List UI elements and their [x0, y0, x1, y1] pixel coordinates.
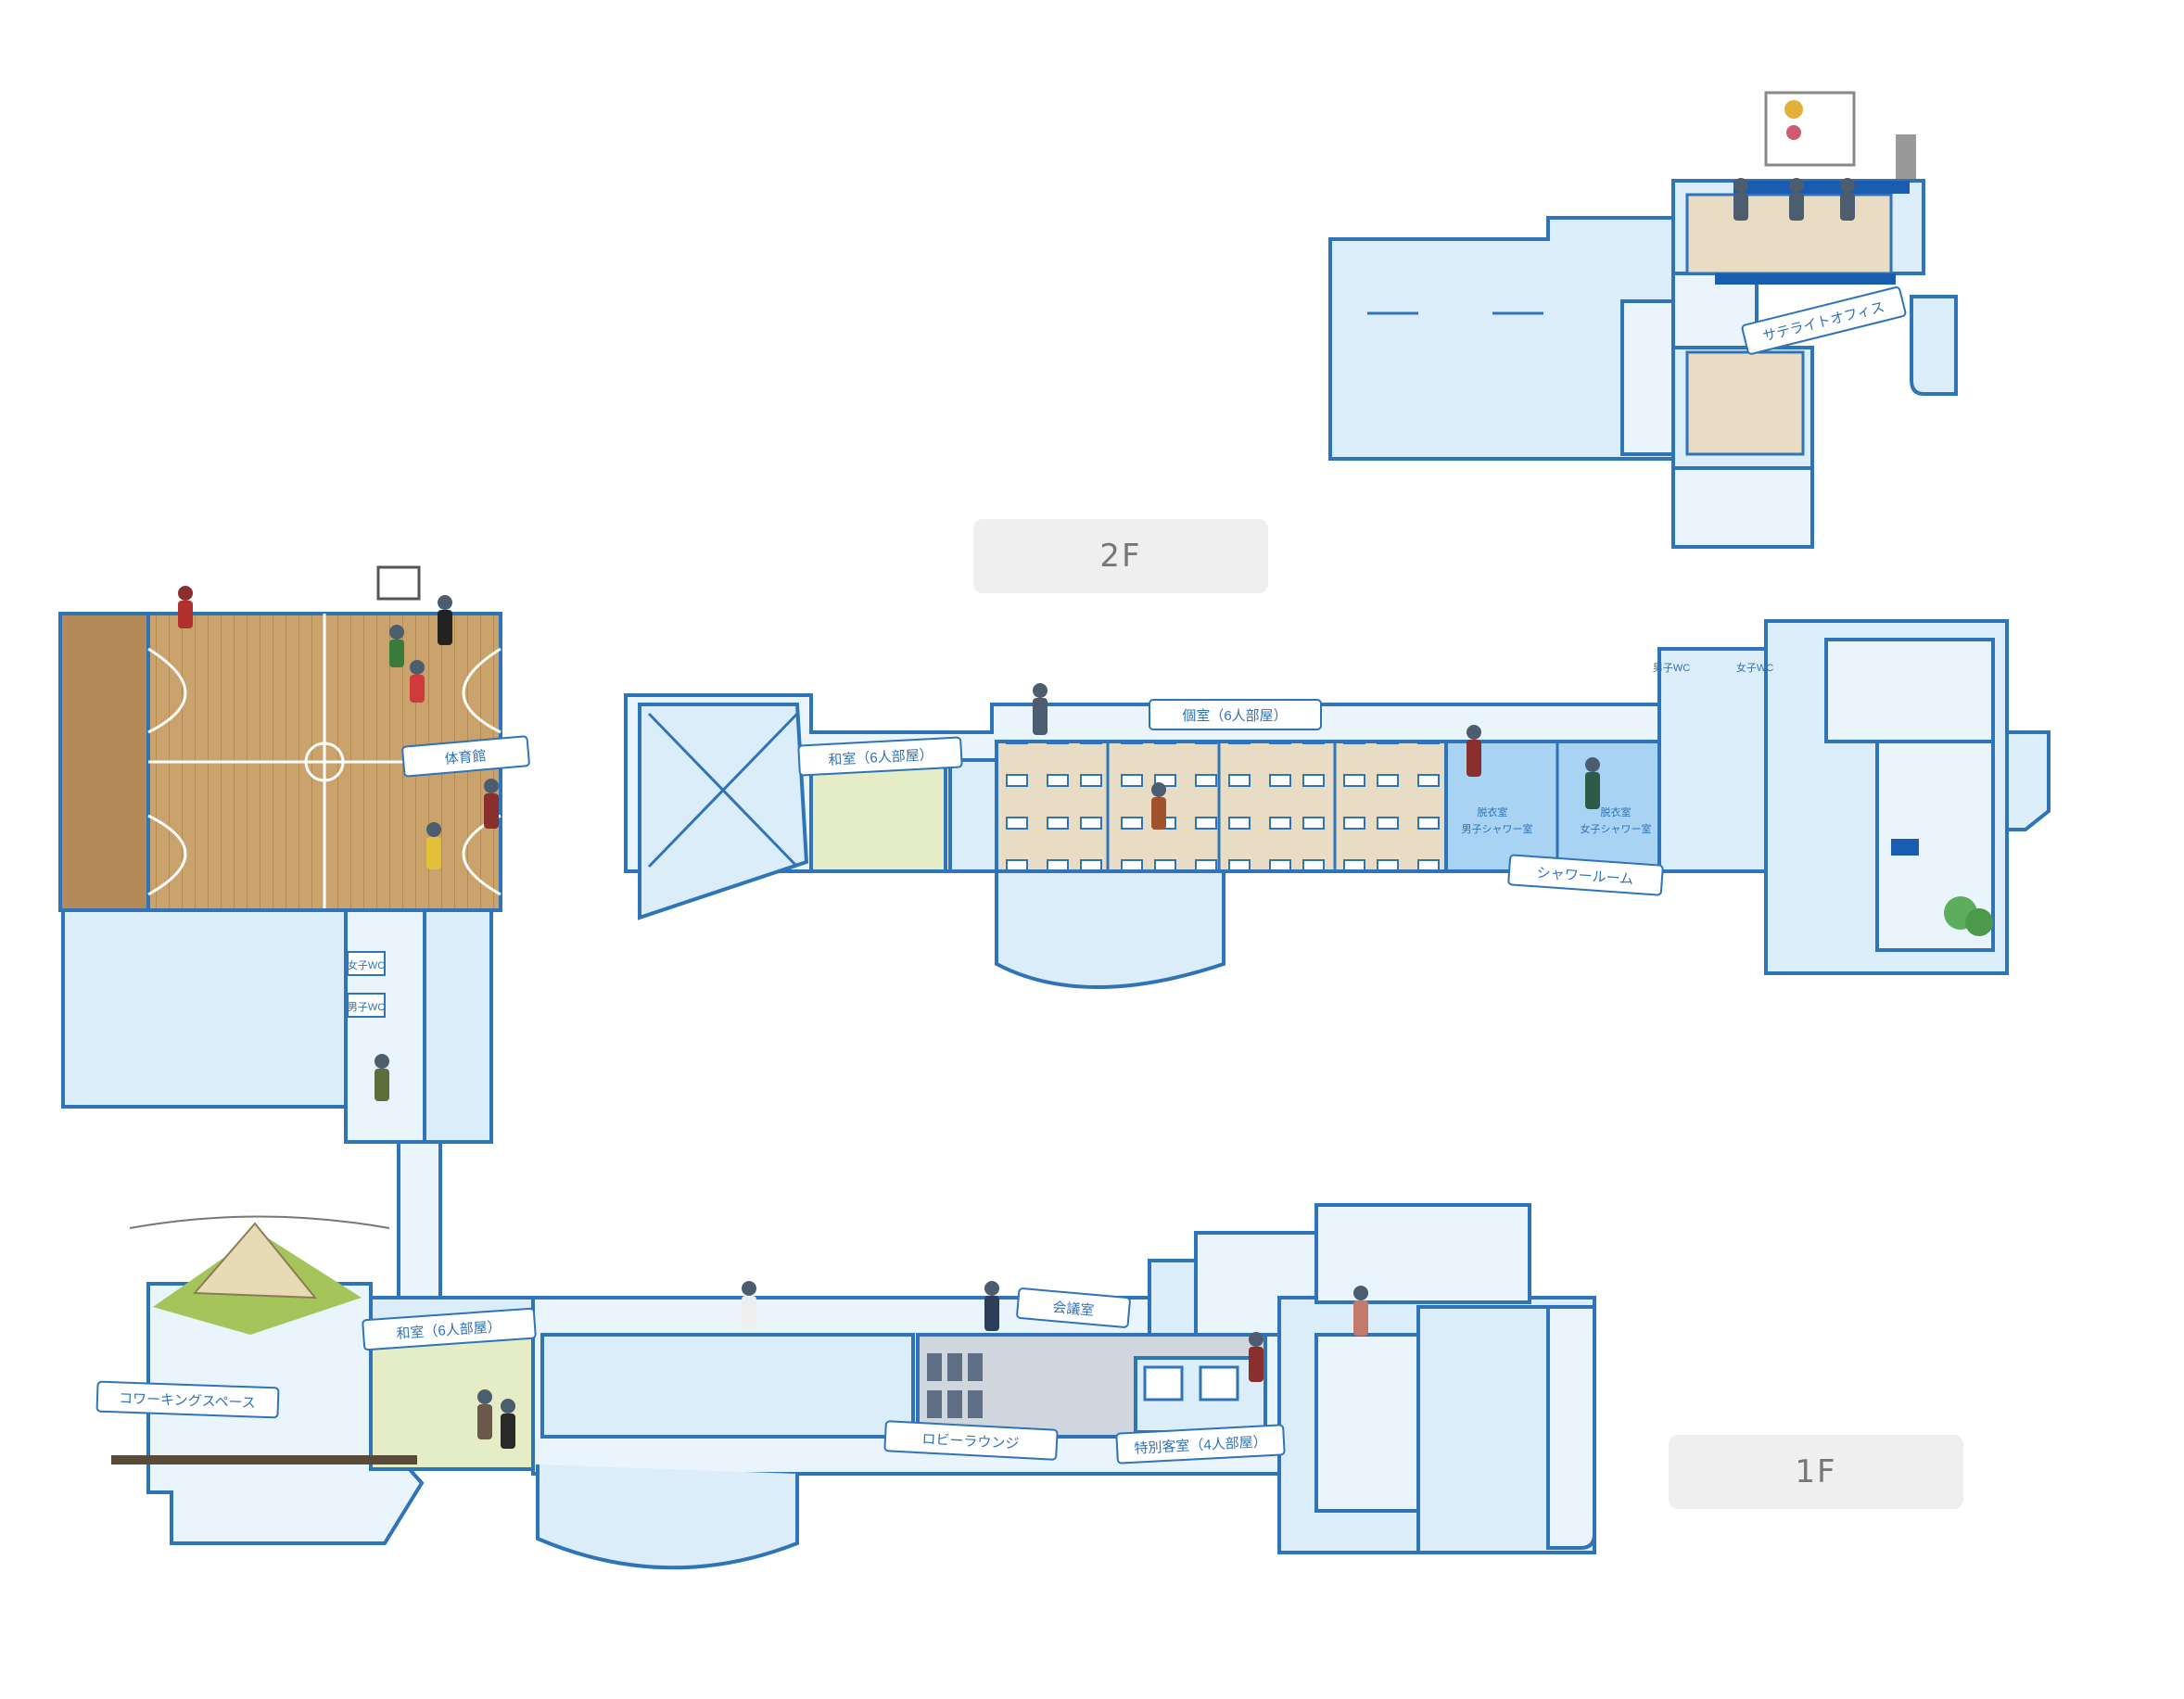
floor-label-1f: 1F: [1669, 1435, 1963, 1509]
lobby-lounge-room: [927, 1353, 983, 1418]
label-men-shower: 男子シャワー室: [1462, 822, 1533, 835]
label-dressing-room-men: 脱衣室: [1478, 805, 1508, 818]
special-guest-bedroom: [1143, 1365, 1239, 1401]
label-men-wc-2f: 男子WC: [1653, 662, 1690, 674]
satellite-office-room: [1685, 91, 1916, 456]
label-women-shower: 女子シャワー室: [1581, 822, 1652, 835]
label-lobby-lounge: ロビーラウンジ: [921, 1431, 1020, 1452]
main-building-1f: [146, 1203, 1596, 1570]
floor-label-2f: 2F: [973, 519, 1268, 593]
label-japanese-room-2f: 和室（6人部屋）: [828, 747, 933, 768]
labels: サテライトオフィス 体育館 和室（6人部屋） 個室（6人部屋） シャワールーム …: [95, 286, 1907, 1464]
label-women-wc-2f: 女子WC: [1736, 661, 1773, 674]
label-meeting-room: 会議室: [1052, 1299, 1095, 1319]
main-building-2f: [624, 693, 1661, 989]
label-private-rooms: 個室（6人部屋）: [1182, 708, 1287, 724]
people-illustrations: [178, 178, 1855, 1449]
label-women-wc-1f: 女子WC: [348, 958, 385, 971]
label-dressing-room-women: 脱衣室: [1601, 805, 1632, 818]
label-men-wc-1f: 男子WC: [348, 1001, 385, 1013]
coworking-deck: [111, 1215, 417, 1464]
label-gym: 体育館: [444, 748, 487, 767]
label-coworking: コワーキングスペース: [119, 1390, 256, 1411]
east-wing-2f: [1657, 619, 2051, 975]
